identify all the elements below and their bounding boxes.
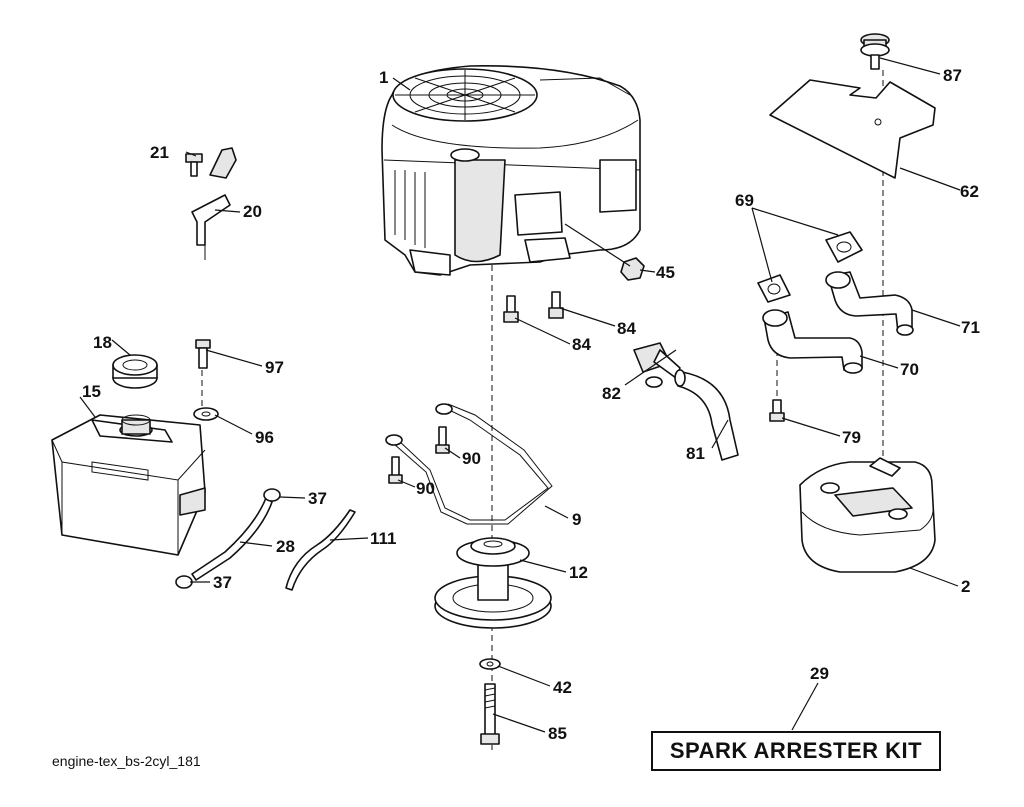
fuel-filter-part	[633, 342, 681, 388]
screw-part	[185, 153, 203, 177]
callout-label: 96	[255, 428, 274, 447]
callout-label: 29	[810, 664, 829, 683]
leader-lines	[79, 57, 961, 733]
callout-label: 9	[572, 510, 582, 529]
callout-label: 21	[150, 143, 169, 162]
callout-label: 18	[93, 333, 112, 352]
callout-label: 1	[379, 68, 389, 87]
callout-label: 85	[548, 724, 567, 743]
callout-label: 70	[900, 360, 919, 379]
callout-label: 84	[617, 319, 636, 338]
exhaust-gasket-part	[757, 231, 863, 303]
callout-label: 97	[265, 358, 284, 377]
heat-shield-part	[769, 79, 936, 179]
callout-label: 20	[243, 202, 262, 221]
nut-part	[620, 257, 645, 281]
callout-label: 15	[82, 382, 101, 401]
callout-label: 81	[686, 444, 705, 463]
diagram-reference-code: engine-tex_bs-2cyl_181	[52, 753, 201, 769]
shield-screw-part	[860, 33, 890, 70]
tank-washer-part	[193, 407, 219, 421]
callout-label: 90	[462, 449, 481, 468]
engine-part	[381, 65, 641, 276]
callout-label: 62	[960, 182, 979, 201]
tank-screw-part	[195, 339, 211, 369]
fuel-hose-part	[674, 369, 739, 461]
hose-clamp-part	[175, 488, 281, 589]
pulley-bolt-part	[480, 683, 500, 745]
throttle-control-part	[191, 147, 237, 260]
washer-part	[479, 658, 501, 670]
pulley-part	[434, 537, 552, 629]
callout-label: 111	[370, 529, 397, 548]
callout-label: 84	[572, 335, 591, 354]
callout-label: 45	[656, 263, 675, 282]
callout-label: 37	[213, 573, 232, 592]
callout-label: 28	[276, 537, 295, 556]
muffler-part	[799, 457, 936, 573]
spark-arrester-kit-box: SPARK ARRESTER KIT	[651, 731, 941, 771]
exhaust-bolt-part	[769, 399, 785, 422]
callout-label: 42	[553, 678, 572, 697]
exhaust-pipe-right-part	[825, 271, 914, 336]
callout-label: 2	[961, 577, 971, 596]
fuel-cap-part	[112, 354, 158, 389]
callout-label: 87	[943, 66, 962, 85]
bracket-bolt-part	[388, 426, 450, 484]
callout-label: 37	[308, 489, 327, 508]
fuel-tank-part	[51, 414, 206, 556]
callout-label: 12	[569, 563, 588, 582]
bracket-part	[385, 403, 553, 525]
callout-label: 82	[602, 384, 621, 403]
fuel-line-part	[191, 497, 273, 581]
callout-label: 69	[735, 191, 754, 210]
spark-arrester-kit-label: SPARK ARRESTER KIT	[669, 738, 923, 763]
engine-bolt-part	[503, 291, 564, 323]
callout-label: 79	[842, 428, 861, 447]
exhaust-pipe-left-part	[762, 309, 863, 374]
vent-line-part	[285, 509, 356, 591]
callout-label: 90	[416, 479, 435, 498]
callout-label: 71	[961, 318, 980, 337]
